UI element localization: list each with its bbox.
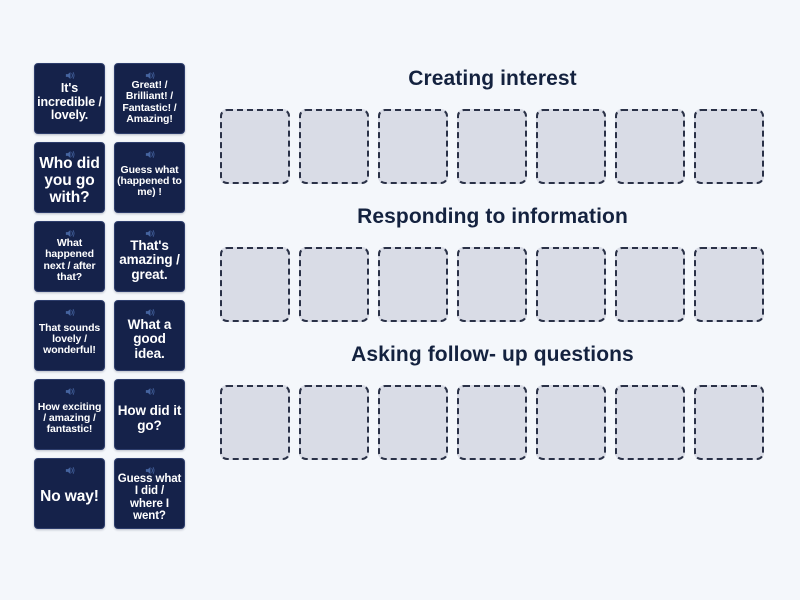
word-tile-label: Who did you go with? bbox=[39, 155, 100, 206]
word-tile[interactable]: How exciting / amazing / fantastic! bbox=[34, 379, 105, 450]
drop-slot[interactable] bbox=[536, 385, 606, 460]
word-tile-label: How did it go? bbox=[117, 402, 182, 433]
word-tile-label: No way! bbox=[40, 488, 99, 506]
word-tile-tray: It's incredible / lovely. Great! / Brilli… bbox=[34, 63, 186, 529]
drop-slot[interactable] bbox=[536, 247, 606, 322]
drop-slot[interactable] bbox=[615, 247, 685, 322]
speaker-icon[interactable] bbox=[64, 307, 75, 318]
drop-slot[interactable] bbox=[694, 109, 764, 184]
drop-slot[interactable] bbox=[536, 109, 606, 184]
word-tile-label: Guess what I did / where I went? bbox=[117, 472, 182, 522]
word-tile-label: Guess what (happened to me) ! bbox=[117, 163, 182, 199]
drop-slot[interactable] bbox=[615, 109, 685, 184]
drop-slot[interactable] bbox=[378, 385, 448, 460]
word-tile[interactable]: Who did you go with? bbox=[34, 142, 105, 213]
word-tile[interactable]: Guess what (happened to me) ! bbox=[114, 142, 185, 213]
word-tile[interactable]: No way! bbox=[34, 458, 105, 529]
word-tile[interactable]: How did it go? bbox=[114, 379, 185, 450]
word-tile-label: How exciting / amazing / fantastic! bbox=[37, 400, 102, 436]
word-tile-label: That's amazing / great. bbox=[119, 237, 180, 282]
word-tile-label: What a good idea. bbox=[127, 316, 172, 361]
speaker-icon[interactable] bbox=[144, 465, 155, 476]
drop-slot[interactable] bbox=[378, 109, 448, 184]
drop-slot[interactable] bbox=[220, 385, 290, 460]
speaker-icon[interactable] bbox=[144, 307, 155, 318]
category-group: Creating interest bbox=[200, 55, 785, 184]
word-tile[interactable]: Guess what I did / where I went? bbox=[114, 458, 185, 529]
speaker-icon[interactable] bbox=[144, 228, 155, 239]
speaker-icon[interactable] bbox=[64, 465, 75, 476]
word-tile-label: Great! / Brilliant! / Fantastic! / Amazi… bbox=[122, 78, 177, 125]
word-tile[interactable]: What happened next / after that? bbox=[34, 221, 105, 292]
speaker-icon[interactable] bbox=[64, 386, 75, 397]
drop-slot[interactable] bbox=[694, 385, 764, 460]
category-title: Responding to information bbox=[357, 205, 628, 228]
speaker-icon[interactable] bbox=[64, 149, 75, 160]
word-tile[interactable]: What a good idea. bbox=[114, 300, 185, 371]
drop-slot-row bbox=[200, 385, 785, 460]
category-title: Asking follow- up questions bbox=[351, 343, 634, 366]
word-tile[interactable]: It's incredible / lovely. bbox=[34, 63, 105, 134]
drop-slot-row bbox=[200, 247, 785, 322]
speaker-icon[interactable] bbox=[64, 228, 75, 239]
speaker-icon[interactable] bbox=[144, 386, 155, 397]
drop-slot[interactable] bbox=[220, 109, 290, 184]
word-tile[interactable]: That's amazing / great. bbox=[114, 221, 185, 292]
category-title: Creating interest bbox=[408, 67, 577, 90]
drop-slot-row bbox=[200, 109, 785, 184]
drop-slot[interactable] bbox=[378, 247, 448, 322]
word-tile-label: It's incredible / lovely. bbox=[37, 81, 102, 123]
word-tile-label: That sounds lovely / wonderful! bbox=[38, 321, 101, 357]
speaker-icon[interactable] bbox=[64, 70, 75, 81]
drop-slot[interactable] bbox=[299, 385, 369, 460]
category-group: Asking follow- up questions bbox=[200, 337, 785, 460]
drop-slot[interactable] bbox=[299, 247, 369, 322]
word-tile-label: What happened next / after that? bbox=[43, 236, 96, 283]
drop-slot[interactable] bbox=[220, 247, 290, 322]
word-tile[interactable]: That sounds lovely / wonderful! bbox=[34, 300, 105, 371]
drop-slot[interactable] bbox=[457, 385, 527, 460]
speaker-icon[interactable] bbox=[144, 70, 155, 81]
drop-slot[interactable] bbox=[457, 109, 527, 184]
drop-slot[interactable] bbox=[457, 247, 527, 322]
category-group: Responding to information bbox=[200, 199, 785, 322]
word-tile[interactable]: Great! / Brilliant! / Fantastic! / Amazi… bbox=[114, 63, 185, 134]
drop-slot[interactable] bbox=[299, 109, 369, 184]
drop-slot[interactable] bbox=[694, 247, 764, 322]
drop-slot[interactable] bbox=[615, 385, 685, 460]
speaker-icon[interactable] bbox=[144, 149, 155, 160]
